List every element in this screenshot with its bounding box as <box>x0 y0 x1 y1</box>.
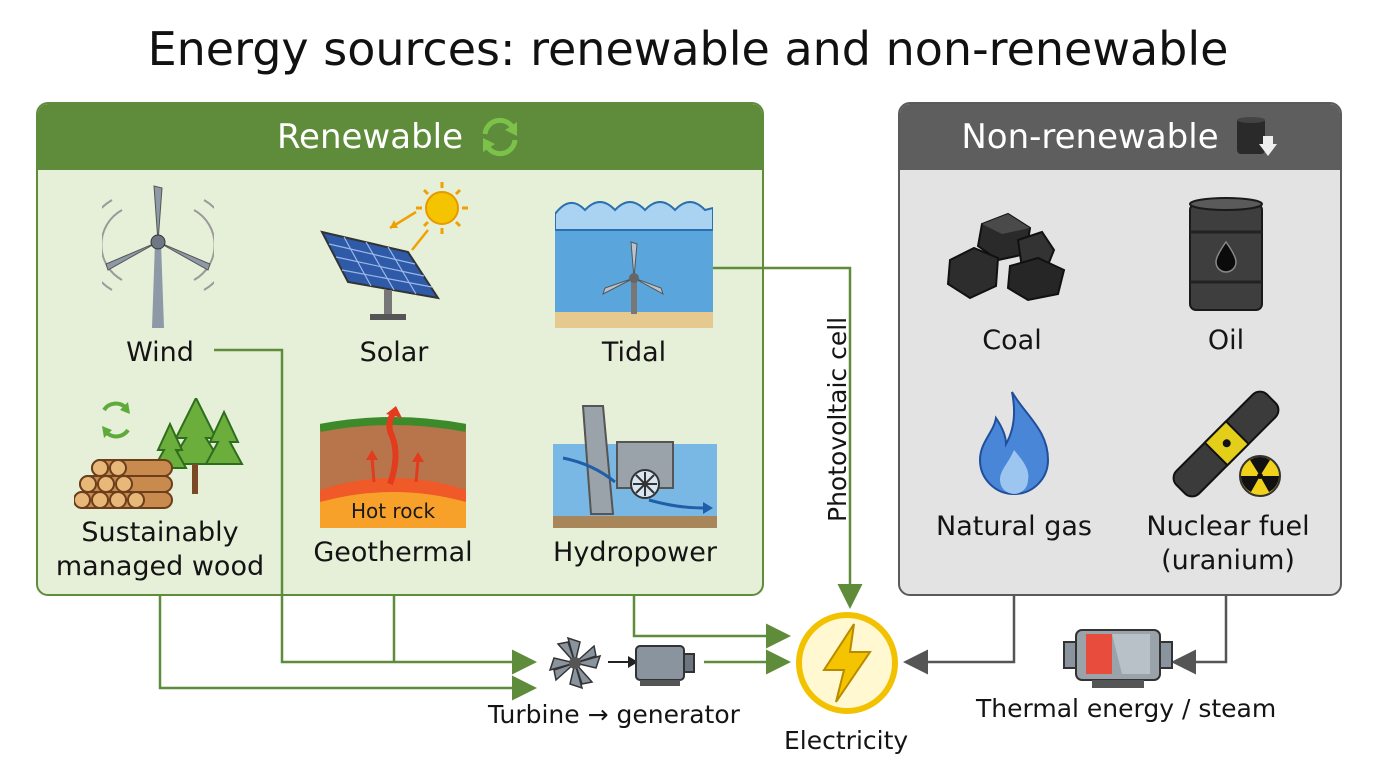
electricity-icon <box>796 612 898 714</box>
natural-gas-label: Natural gas <box>936 511 1092 542</box>
tidal-turbine-icon <box>555 201 713 328</box>
turbine-generator-label: Turbine → generator <box>488 700 740 729</box>
nuclear-label-line2: (uranium) <box>1161 545 1295 576</box>
nuclear-label: Nuclear fuel (uranium) <box>1138 510 1318 578</box>
geothermal-label: Geothermal <box>313 537 473 568</box>
nuclear-flow-line <box>1171 596 1228 675</box>
generator-icon <box>635 645 695 686</box>
wind-flow-line <box>214 348 537 675</box>
wood-flow-line <box>158 596 537 701</box>
thermal-label: Thermal energy / steam <box>976 694 1277 723</box>
renewable-panel: Renewable <box>36 102 764 596</box>
photovoltaic-flow-line <box>712 266 863 609</box>
renewable-heading: Renewable <box>276 117 464 157</box>
renewable-header: Renewable <box>38 104 762 170</box>
hot-rock-label: Hot rock <box>351 499 435 523</box>
hydro-dam-icon <box>553 405 717 528</box>
wind-label: Wind <box>126 337 194 368</box>
hydropower-label: Hydropower <box>553 537 717 568</box>
wood-logs-trees-icon <box>74 398 244 509</box>
flame-icon <box>978 391 1050 495</box>
turbine-icon <box>548 636 602 690</box>
tidal-label: Tidal <box>601 337 667 368</box>
electricity-label: Electricity <box>784 726 909 755</box>
hydro-flow-line <box>632 596 791 649</box>
wind-turbine-icon <box>102 185 214 328</box>
coal-icon <box>946 212 1066 302</box>
recycle-icon <box>482 117 518 157</box>
nonrenewable-heading: Non-renewable <box>961 117 1219 157</box>
wood-label: Sustainably managed wood <box>55 517 265 582</box>
solar-label: Solar <box>359 337 429 368</box>
geothermal-icon: Hot rock <box>320 406 466 528</box>
thermal-generator-icon <box>1063 629 1173 688</box>
uranium-rod-icon <box>1172 390 1281 498</box>
nuclear-label-line1: Nuclear fuel <box>1146 511 1310 542</box>
coal-flow-line <box>903 596 1016 675</box>
coal-label: Coal <box>982 325 1042 356</box>
oil-label: Oil <box>1207 325 1245 356</box>
oil-barrel-icon <box>1189 197 1263 311</box>
nonrenewable-header: Non-renewable <box>900 104 1340 170</box>
page-title: Energy sources: renewable and non-renewa… <box>147 22 1229 76</box>
solar-panel-icon <box>320 182 468 320</box>
barrel-depletion-icon <box>1236 117 1277 156</box>
photovoltaic-label: Photovoltaic cell <box>823 316 852 522</box>
nonrenewable-panel: Non-renewable <box>898 102 1342 596</box>
